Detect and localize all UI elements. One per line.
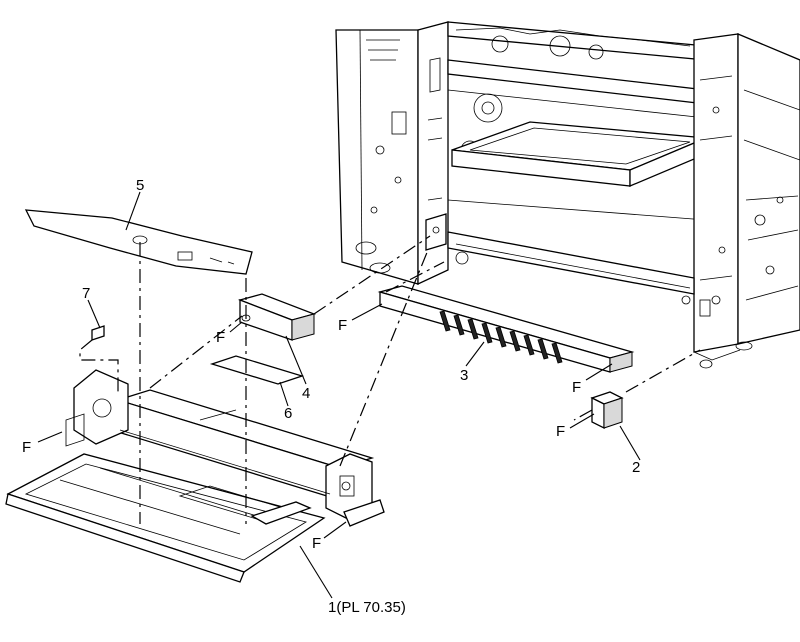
fastener-mark: F bbox=[22, 439, 31, 456]
leader-lines bbox=[37, 191, 641, 599]
part-5-plate bbox=[24, 209, 253, 275]
fastener-mark: F bbox=[572, 379, 581, 396]
part-3-rail bbox=[377, 285, 635, 373]
callout-2: 2 bbox=[632, 459, 640, 476]
part-1-tray-assembly bbox=[5, 369, 385, 583]
fastener-mark: F bbox=[556, 423, 565, 440]
part-7-clip bbox=[91, 325, 105, 341]
fastener-mark: F bbox=[338, 317, 347, 334]
callout-7: 7 bbox=[82, 285, 90, 302]
fastener-mark: F bbox=[216, 329, 225, 346]
fastener-mark: F bbox=[312, 535, 321, 552]
callout-1: 1(PL 70.35) bbox=[328, 599, 406, 616]
rail-slots bbox=[439, 310, 563, 364]
callout-labels: 1(PL 70.35) 2 3 4 5 6 7 bbox=[82, 177, 640, 616]
callout-5: 5 bbox=[136, 177, 144, 194]
callout-6: 6 bbox=[284, 405, 292, 422]
callout-3: 3 bbox=[460, 367, 468, 384]
assembly-lines bbox=[79, 235, 701, 524]
callout-4: 4 bbox=[302, 385, 310, 402]
printer-frame bbox=[335, 21, 800, 369]
part-2-cap bbox=[590, 391, 624, 430]
fastener-marks: F F F F F F bbox=[22, 317, 581, 552]
part-6-sheet bbox=[209, 355, 305, 385]
part-4-cover bbox=[237, 293, 317, 341]
